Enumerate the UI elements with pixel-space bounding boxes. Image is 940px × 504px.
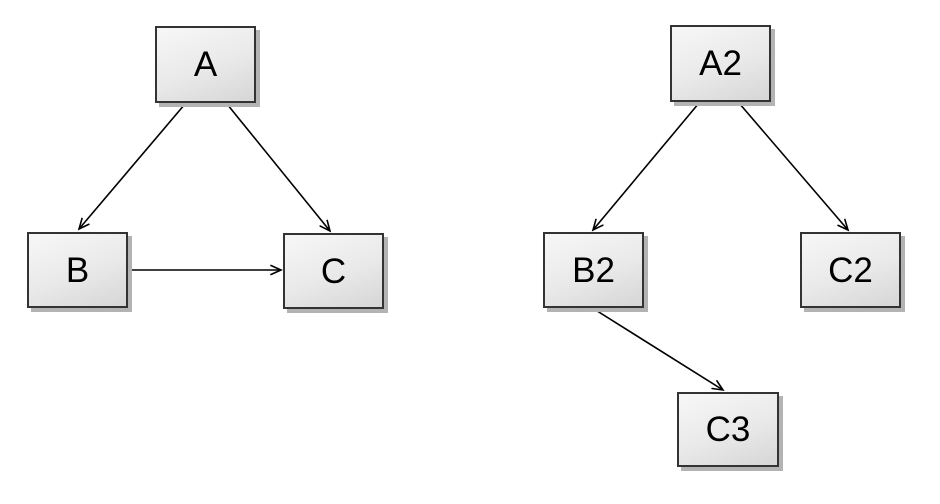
edge-A-to-B[interactable] [77, 103, 186, 231]
node-C-label: C [320, 251, 347, 291]
node-C2[interactable]: C2 [800, 232, 901, 308]
node-B2-label: B2 [572, 250, 615, 290]
node-B2[interactable]: B2 [543, 232, 644, 308]
edge-A2-to-C2[interactable] [738, 102, 850, 232]
node-A[interactable]: A [155, 26, 256, 103]
edge-B2-to-C3[interactable] [593, 308, 725, 392]
node-B-label: B [65, 250, 90, 290]
node-C3-label: C3 [705, 410, 751, 449]
edge-A-to-C[interactable] [226, 103, 332, 233]
node-C[interactable]: C [283, 233, 384, 309]
node-A2[interactable]: A2 [670, 25, 771, 102]
node-B[interactable]: B [27, 232, 128, 308]
node-C2-label: C2 [828, 250, 873, 290]
node-A2-label: A2 [699, 44, 742, 83]
node-C3[interactable]: C3 [677, 392, 779, 467]
edge-A2-to-B2[interactable] [591, 102, 700, 232]
node-A-label: A [193, 45, 218, 84]
